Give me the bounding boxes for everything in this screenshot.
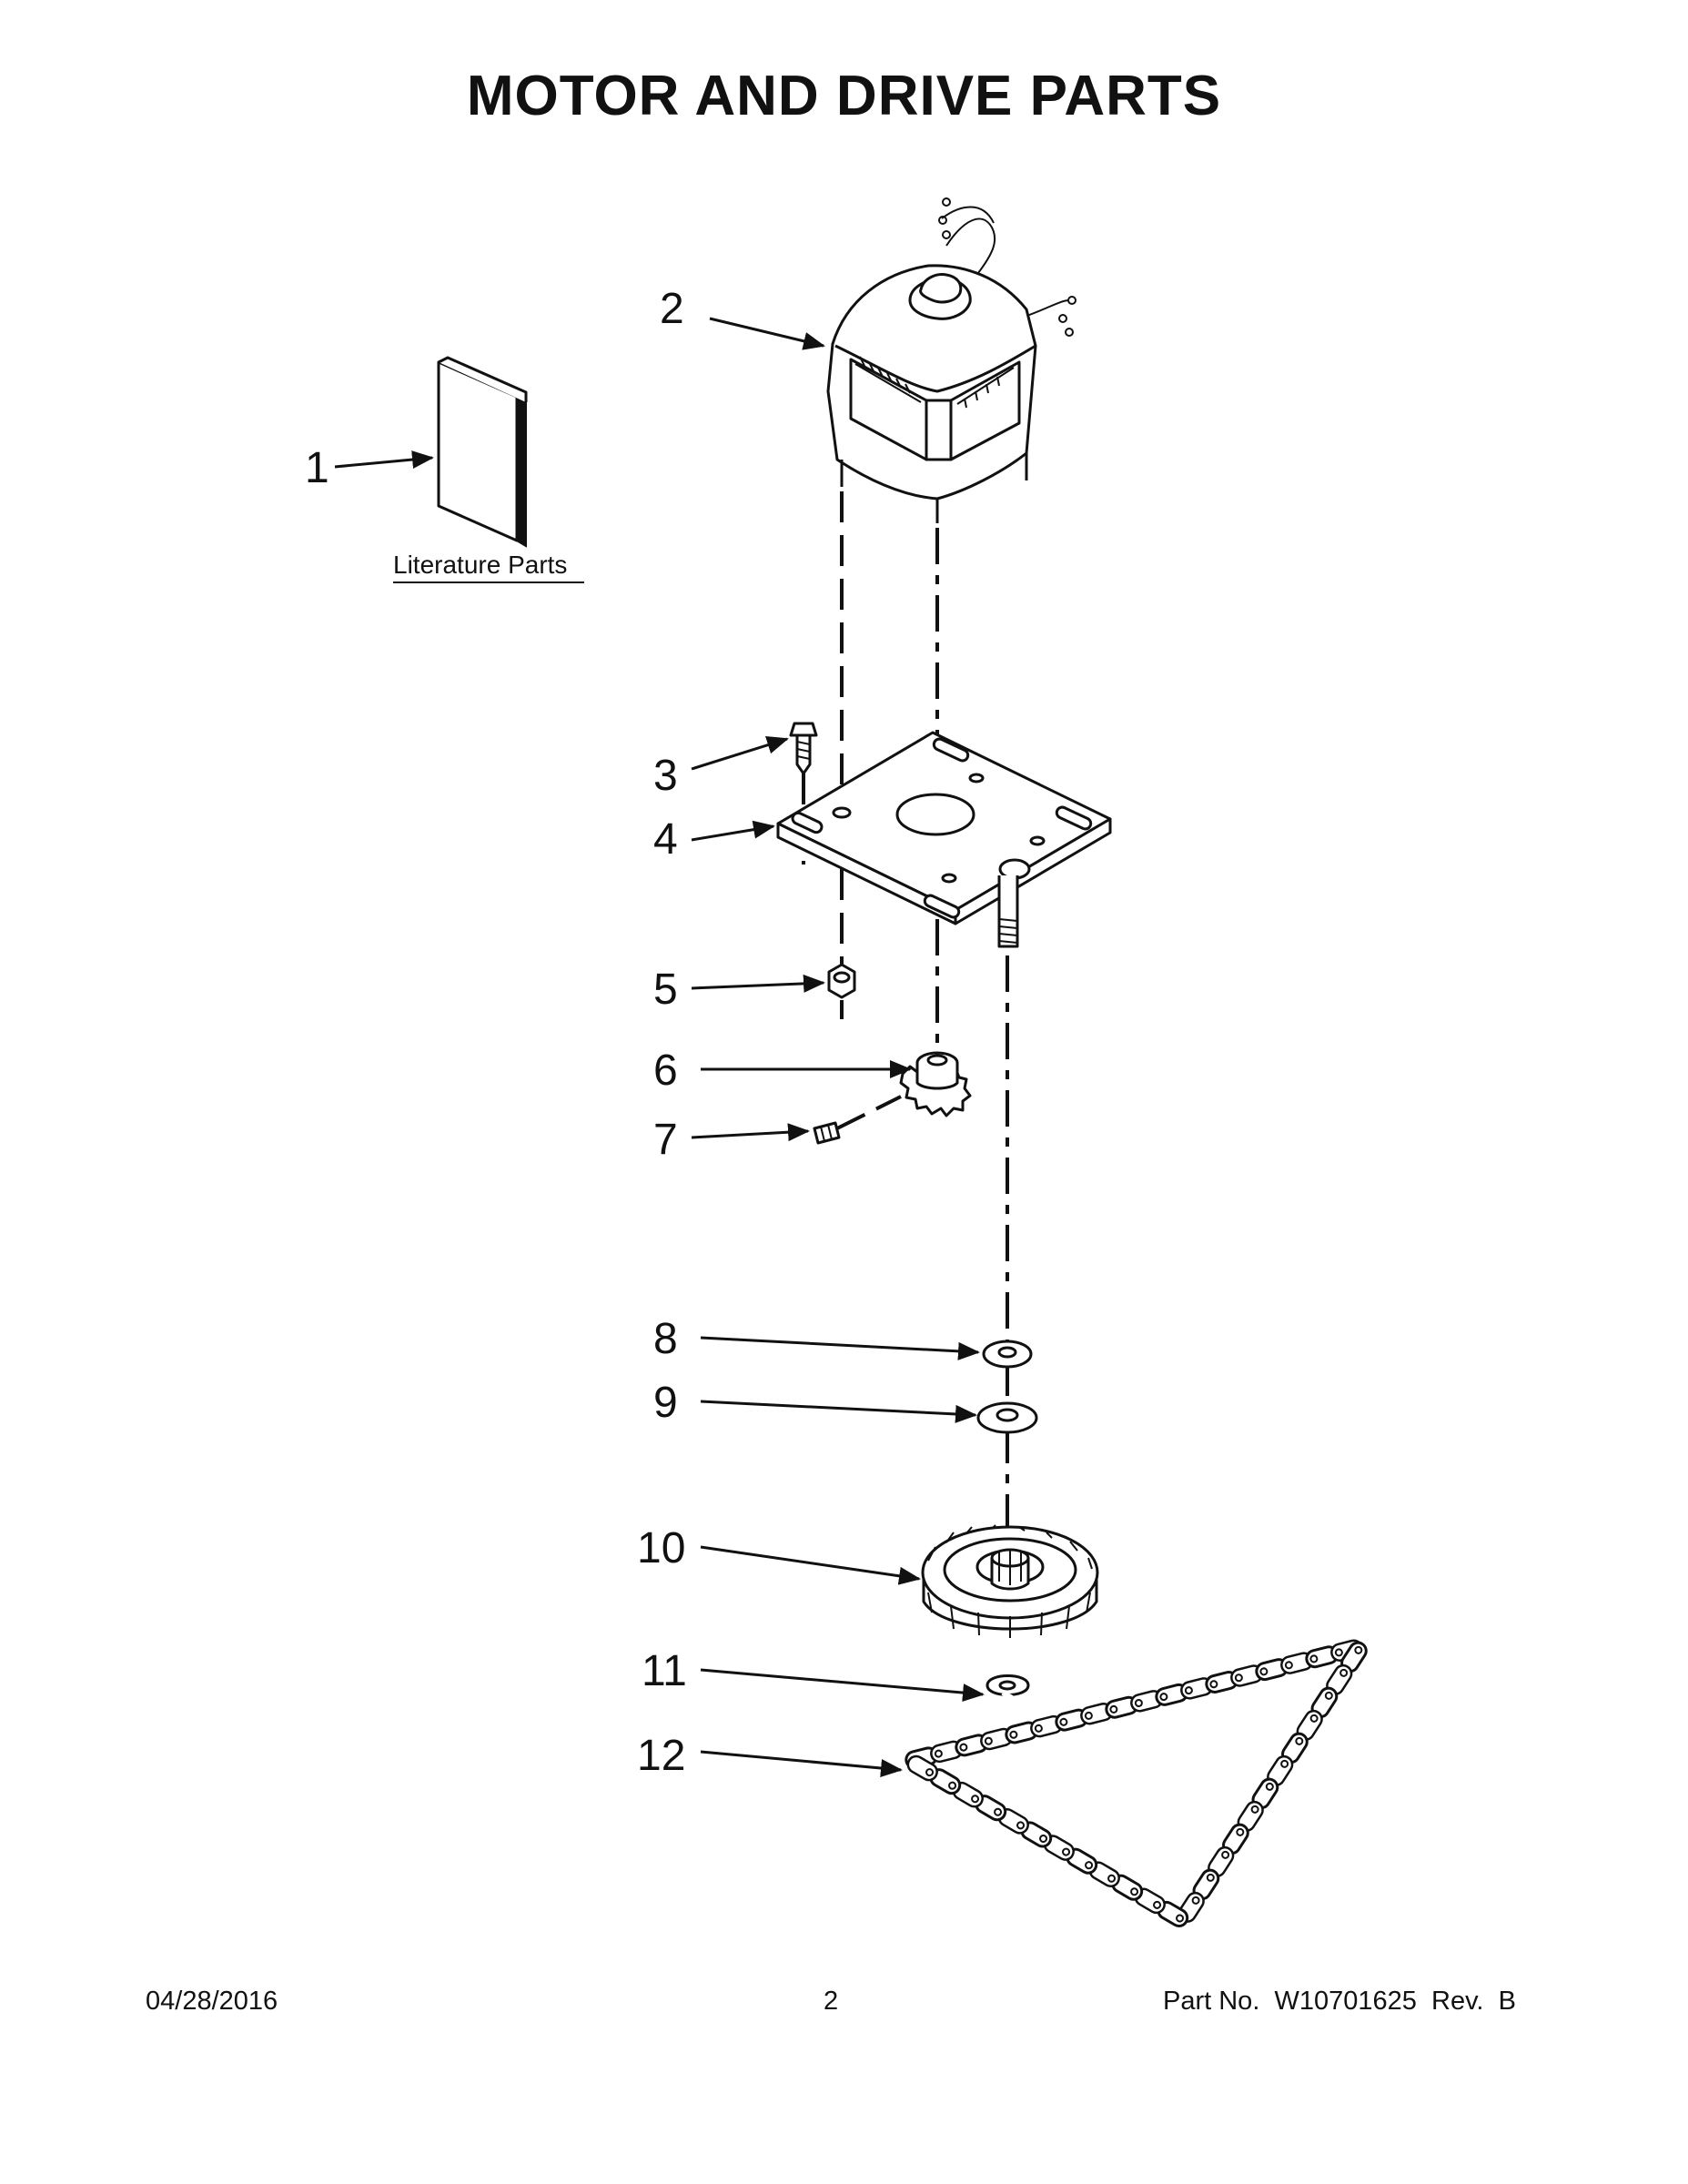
chain-link [1155,1683,1188,1706]
chain-link [1230,1664,1264,1687]
footer-date: 04/28/2016 [146,1987,278,2016]
centerline-setscrew [836,1095,902,1130]
callout-12: 12 [637,1732,685,1780]
callout-10: 10 [637,1524,685,1572]
footer-page-number: 2 [824,1987,839,2016]
retaining-clip [986,1674,1030,1701]
callout-11: 11 [642,1647,687,1695]
callout-1: 1 [305,444,329,492]
leader-lines [334,317,985,1777]
callout-6: 6 [653,1046,678,1095]
callout-9: 9 [653,1379,678,1427]
literature-booklet [437,356,528,548]
footer-part-number: Part No. W10701625 Rev. B [1163,1987,1516,2016]
callout-8: 8 [653,1315,678,1363]
chain-link [1267,1754,1294,1786]
callout-2: 2 [660,285,684,333]
sprocket-wheel [921,1524,1099,1638]
callout-numbers: 1 2 3 4 5 6 7 8 9 10 11 12 [305,285,687,1780]
page-title: MOTOR AND DRIVE PARTS [466,65,1222,127]
drive-chain [905,1639,1368,1927]
chain-link [1080,1702,1114,1725]
literature-parts-label: Literature Parts [393,551,567,579]
chain-link [1255,1658,1289,1682]
chain-link [930,1740,964,1764]
callout-3: 3 [653,752,678,800]
screw [789,722,818,775]
hex-nut [827,963,856,999]
motor [826,197,1076,523]
mounting-plate [776,731,1112,948]
washer-large [976,1401,1038,1434]
washer-small [982,1340,1033,1369]
pinion-gear [899,1051,972,1117]
callout-5: 5 [653,966,678,1014]
callout-7: 7 [653,1116,678,1164]
chain-link [906,1754,938,1782]
set-screw [813,1121,841,1145]
callout-4: 4 [653,815,678,864]
